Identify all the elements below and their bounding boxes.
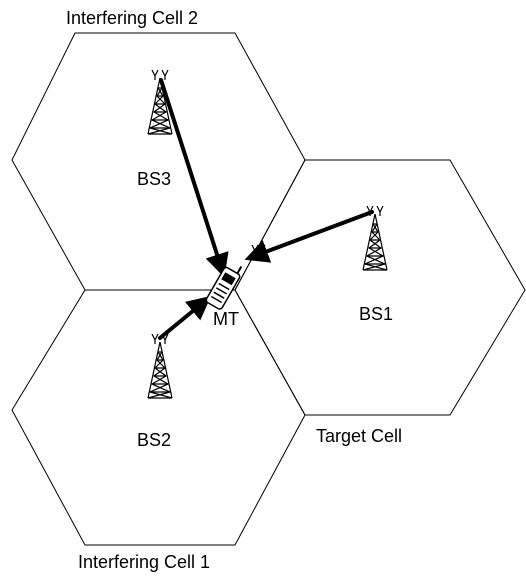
label-interfering-cell-2: Interfering Cell 2 (66, 8, 198, 28)
hex-interfering-cell-2 (11, 32, 306, 291)
mobile-phone-icon (205, 266, 243, 310)
label-bs1: BS1 (359, 304, 393, 324)
label-bs3: BS3 (137, 169, 171, 189)
bs2-tower-icon (147, 333, 173, 399)
label-mt: MT (213, 309, 239, 329)
mt-antenna-icon (251, 244, 266, 255)
hex-interfering-cell-1 (11, 289, 306, 546)
link-bs3-to-mt (159, 78, 229, 278)
label-target-cell: Target Cell (316, 426, 402, 446)
link-bs2-to-mt (158, 295, 212, 340)
label-interfering-cell-1: Interfering Cell 1 (78, 552, 210, 572)
link-bs1-to-mt (244, 210, 374, 263)
hex-target-cell (234, 159, 526, 416)
label-bs2: BS2 (137, 430, 171, 450)
